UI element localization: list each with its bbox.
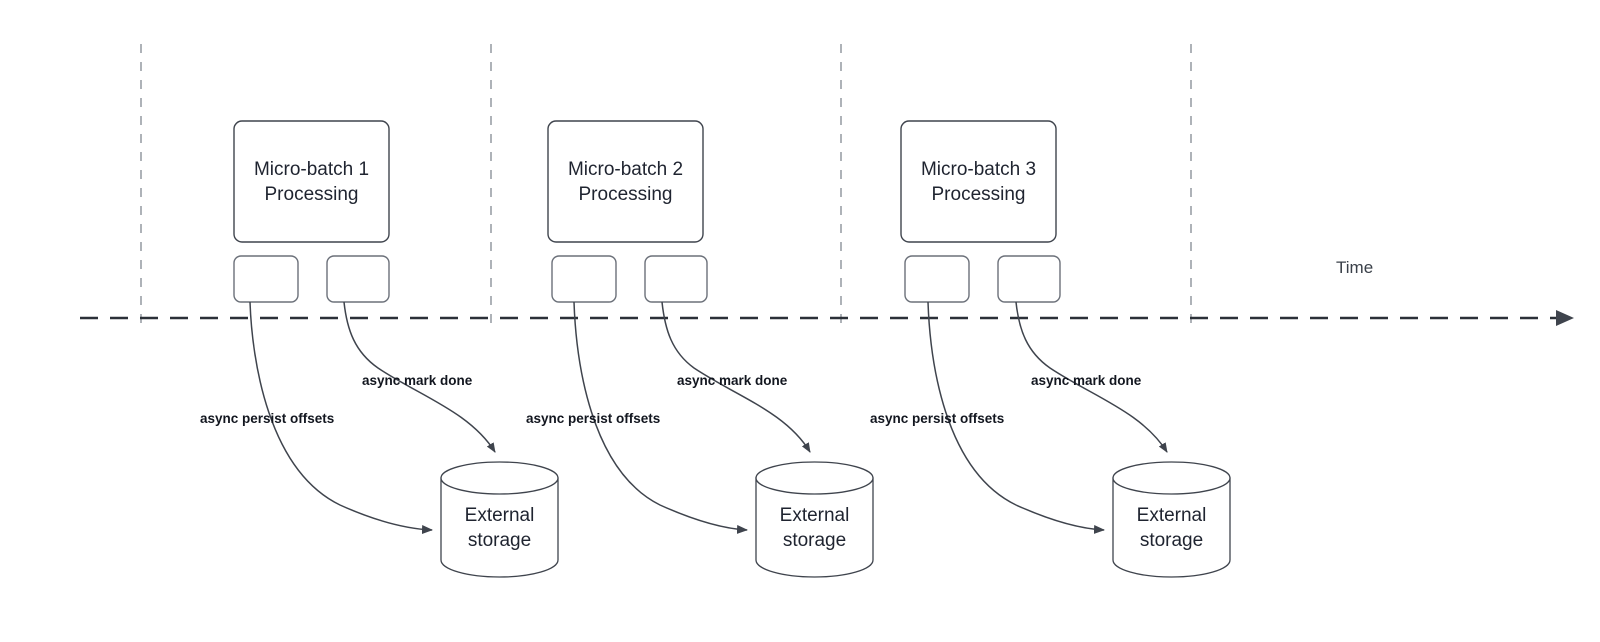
micro-batch-1-shapes (233, 120, 559, 578)
timeline-axis (80, 310, 1574, 326)
micro-batch-3-persist-offsets-task[interactable] (904, 255, 970, 303)
micro-batch-2-shapes (547, 120, 874, 578)
micro-batch-1-box[interactable] (233, 120, 390, 243)
micro-batch-3-box[interactable] (900, 120, 1057, 243)
timeline-label: Time (1336, 258, 1374, 277)
external-storage-3-cylinder[interactable] (1112, 461, 1231, 578)
micro-batch-2-persist-offsets-task[interactable] (551, 255, 617, 303)
micro-batch-1-persist-offsets-task[interactable] (233, 255, 299, 303)
timeline-arrowhead (1556, 310, 1574, 326)
micro-batch-3-mark-done-task[interactable] (997, 255, 1061, 303)
micro-batch-3-async-mark-done-label: async mark done (1031, 373, 1142, 388)
micro-batch-2-mark-done-task[interactable] (644, 255, 708, 303)
micro-batch-3-async-persist-offsets-label: async persist offsets (870, 411, 1005, 426)
micro-batch-3-shapes (900, 120, 1231, 578)
external-storage-2-cylinder[interactable] (755, 461, 874, 578)
micro-batch-1-async-persist-offsets-label: async persist offsets (200, 411, 335, 426)
micro-batch-1-async-mark-done-arrow (343, 301, 496, 453)
micro-batch-1-async-persist-offsets-arrow (249, 301, 433, 535)
batch-boundaries (140, 44, 1192, 330)
micro-batch-2-async-mark-done-arrow (661, 301, 811, 453)
micro-batch-3-async-persist-offsets-arrow (927, 301, 1105, 534)
micro-batch-2-async-persist-offsets-arrow (573, 301, 748, 534)
micro-batch-2-box[interactable] (547, 120, 704, 243)
external-storage-1-cylinder[interactable] (440, 461, 559, 578)
micro-batch-1-mark-done-task[interactable] (326, 255, 390, 303)
micro-batch-2-async-persist-offsets-label: async persist offsets (526, 411, 661, 426)
micro-batch-2-async-mark-done-label: async mark done (677, 373, 788, 388)
micro-batch-3-async-mark-done-arrow (1015, 301, 1168, 453)
micro-batch-1-async-mark-done-label: async mark done (362, 373, 473, 388)
